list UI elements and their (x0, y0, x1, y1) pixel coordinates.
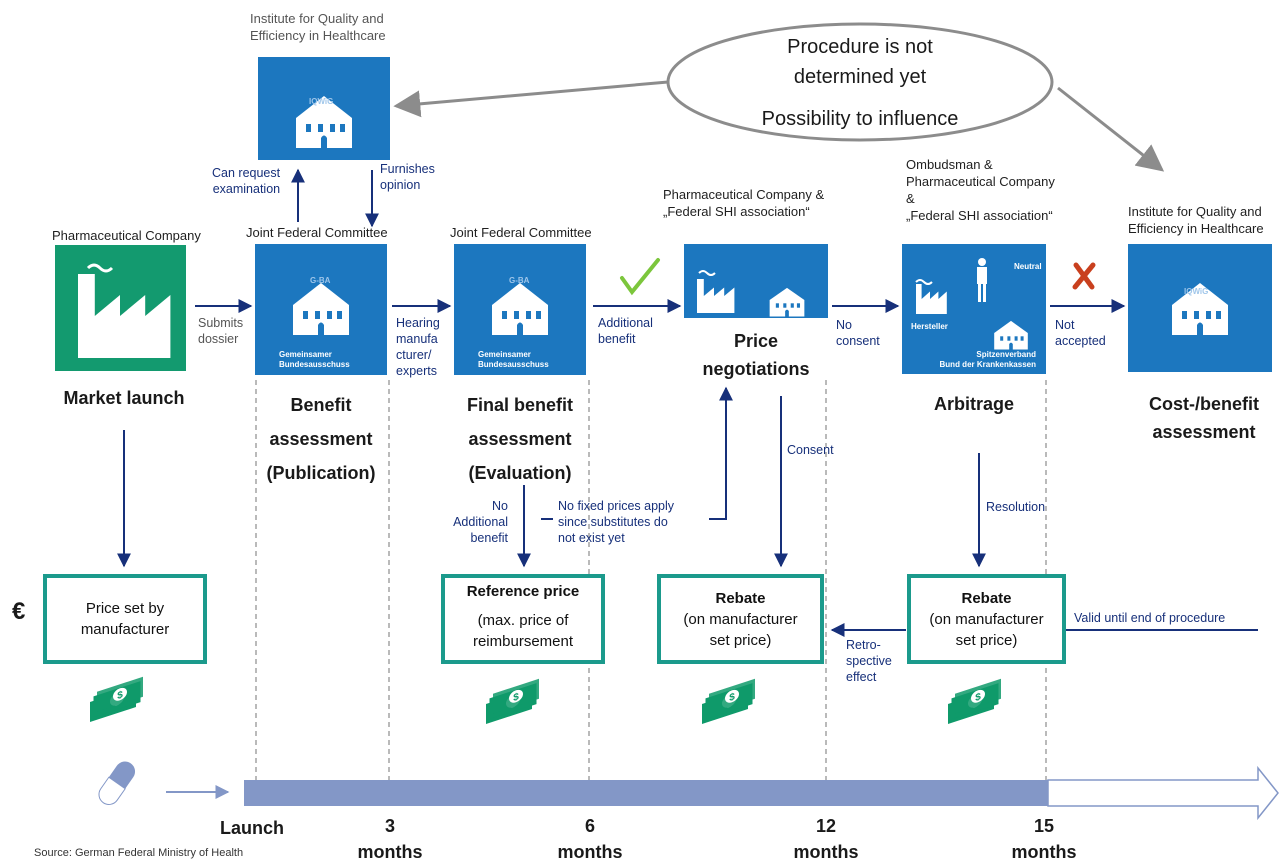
arbitrage-caption: Arbitrage (933, 394, 1014, 414)
check-icon (620, 258, 660, 296)
rebate-2-sub: (on manufacturer set price) (929, 611, 1044, 649)
euro-symbol: € (12, 598, 26, 625)
iqwig-top-heading: Institute for Quality and Efficiency in … (250, 11, 386, 43)
money-icon (89, 676, 144, 723)
arbitrage-hersteller-label: Hersteller (911, 322, 948, 331)
reference-price-box: Reference price (max. price of reimburse… (441, 574, 605, 664)
not-accepted-label: Not accepted (1055, 318, 1106, 348)
can-request-label: Can request examination (212, 166, 281, 196)
final-benefit-caption: Final benefit assessment (Evaluation) (466, 395, 573, 483)
timeline-3-months: 3 months (357, 816, 423, 862)
additional-label: Additional benefit (598, 316, 653, 346)
timeline-6-months: 6 months (557, 816, 623, 862)
furnishes-label: Furnishes opinion (380, 162, 435, 192)
money-icon (485, 678, 540, 725)
price-negotiations-caption: Price negotiations (702, 331, 810, 379)
timeline-arrow-head (1047, 765, 1279, 821)
price-set-box: Price set by manufacturer (43, 574, 207, 664)
gba2-box-footer: Gemeinsamer Bundesausschuss (478, 350, 549, 369)
arrow-no-fixed-up (709, 386, 733, 520)
smoke-icon (915, 279, 933, 285)
pill-icon (98, 761, 136, 805)
negotiation-heading: Pharmaceutical Company & „Federal SHI as… (663, 187, 825, 219)
pharma-heading: Pharmaceutical Company (52, 228, 201, 243)
oval-line-2: determined yet (793, 66, 927, 88)
rebate-box-1: Rebate (on manufacturer set price) (657, 574, 824, 664)
benefit-assessment-caption: Benefit assessment (Publication) (266, 395, 376, 483)
hearing-label: Hearing manufa cturer/ experts (396, 316, 440, 378)
rebate-1-title: Rebate (715, 590, 766, 607)
price-set-text: Price set by manufacturer (80, 600, 170, 638)
iqwig-top-box-label: IQWiG (309, 97, 334, 106)
no-fixed-prices-label: No fixed prices apply since substitutes … (558, 499, 675, 545)
source-note: Source: German Federal Ministry of Healt… (34, 847, 244, 859)
smoke-icon (698, 270, 716, 276)
iqwig-right-box-label: IQWiG (1184, 287, 1209, 296)
no-additional-label: No Additional benefit (453, 499, 508, 545)
oval-to-costbenefit-arrow (1057, 86, 1165, 172)
oval-line-1: Procedure is not (787, 36, 933, 58)
iqwig-right-heading: Institute for Quality and Efficiency in … (1128, 204, 1264, 236)
reference-price-title: Reference price (466, 583, 580, 600)
arbitrage-heading: Ombudsman & Pharmaceutical Company & „Fe… (906, 157, 1055, 223)
submits-label: Submits dossier (198, 316, 244, 346)
timeline-launch: Launch (220, 818, 285, 838)
gba2-heading: Joint Federal Committee (450, 225, 592, 240)
person-icon (977, 258, 987, 302)
gba2-box-title: G-BA (509, 276, 530, 285)
smoke-icon (86, 263, 114, 273)
retrospective-label: Retro- spective effect (846, 638, 892, 684)
consent-label: Consent (787, 443, 834, 457)
gba1-box-title: G-BA (310, 276, 331, 285)
rebate-2-title: Rebate (961, 590, 1012, 607)
money-icon (701, 678, 756, 725)
gba1-heading: Joint Federal Committee (246, 225, 388, 240)
timeline-12-months: 12 months (793, 816, 859, 862)
arbitrage-neutral-label: Neutral (1014, 262, 1042, 271)
oval-line-3: Possibility to influence (761, 108, 959, 130)
cost-benefit-caption: Cost-/benefit assessment (1149, 394, 1259, 442)
gba1-box-footer: Gemeinsamer Bundesausschuss (279, 350, 350, 369)
rebate-1-sub: (on manufacturer set price) (683, 611, 798, 649)
market-launch-caption: Market launch (63, 388, 185, 408)
timeline-15-months: 15 months (1011, 816, 1077, 862)
reference-price-sub: (max. price of reimbursement (472, 612, 574, 650)
rebate-box-2: Rebate (on manufacturer set price) (907, 574, 1066, 664)
money-icon (947, 678, 1002, 725)
cross-icon (1072, 262, 1096, 290)
no-consent-label: No consent (836, 318, 880, 348)
arbitrage-spitzen-label: Spitzenverband Bund der Krankenkassen (939, 350, 1036, 369)
valid-until-label: Valid until end of procedure (1074, 611, 1226, 625)
resolution-label: Resolution (986, 500, 1046, 514)
oval-to-iqwig-arrow (393, 80, 669, 118)
timeline-bar (244, 780, 1048, 806)
